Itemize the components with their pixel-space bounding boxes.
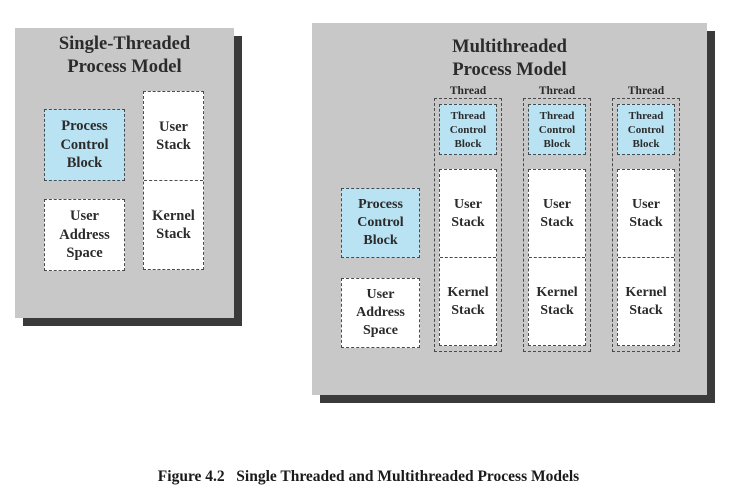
multi-process-control-block: Process Control Block — [341, 188, 420, 258]
thread-user-stack: User Stack — [540, 196, 574, 230]
thread-stack-column: User Stack Kernel Stack — [528, 169, 586, 346]
thread-3-container — [612, 98, 680, 352]
thread-label: Thread — [449, 85, 487, 97]
thread-stack-column: User Stack Kernel Stack — [617, 169, 675, 346]
stack-divider — [144, 180, 203, 181]
stack-divider — [440, 257, 496, 258]
thread-2-container — [523, 98, 591, 352]
thread-kernel-stack: Kernel Stack — [625, 284, 667, 318]
thread-control-block: Thread Control Block — [617, 104, 675, 155]
thread-control-block: Thread Control Block — [528, 104, 586, 155]
thread-stack-column: User Stack Kernel Stack — [439, 169, 497, 346]
thread-user-stack: User Stack — [629, 196, 663, 230]
single-process-control-block: Process Control Block — [44, 109, 125, 181]
thread-kernel-stack: Kernel Stack — [536, 284, 578, 318]
multithreaded-title: Multithreaded Process Model — [452, 37, 567, 80]
thread-control-block: Thread Control Block — [439, 104, 497, 155]
thread-label: Thread — [538, 85, 576, 97]
thread-1-container — [434, 98, 502, 352]
stack-divider — [529, 257, 585, 258]
single-threaded-title: Single-Threaded Process Model — [58, 34, 191, 77]
thread-user-stack: User Stack — [451, 196, 485, 230]
stack-divider — [618, 257, 674, 258]
single-user-stack: User Stack — [156, 118, 191, 154]
thread-label: Thread — [627, 85, 665, 97]
single-user-address-space: User Address Space — [44, 199, 125, 271]
single-kernel-stack: Kernel Stack — [152, 207, 195, 243]
thread-kernel-stack: Kernel Stack — [447, 284, 489, 318]
multi-user-address-space: User Address Space — [341, 278, 420, 348]
figure-caption: Figure 4.2 Single Threaded and Multithre… — [157, 468, 580, 485]
single-stack-column: User Stack Kernel Stack — [143, 91, 204, 270]
